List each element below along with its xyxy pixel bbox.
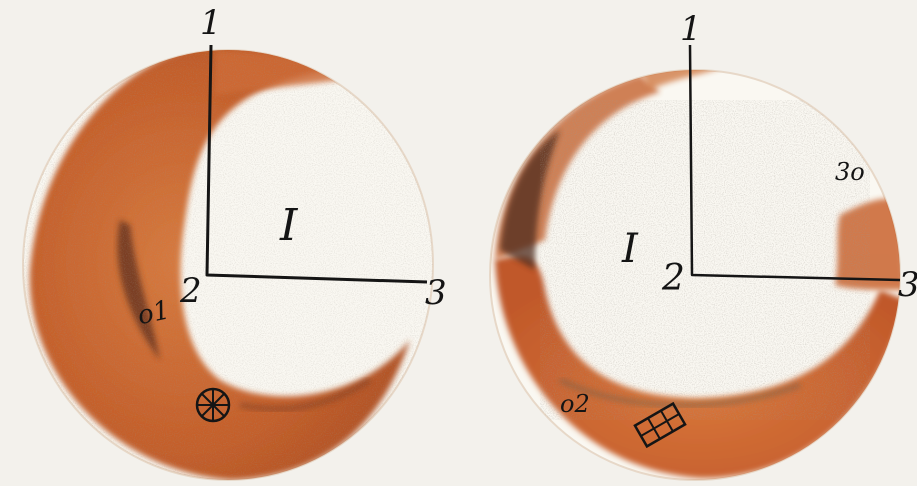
right-label-3: 3: [898, 265, 917, 305]
right-label-2: 2: [661, 258, 685, 299]
left-label-2: 2: [179, 271, 202, 311]
right-patch-label: 3o: [835, 158, 865, 186]
right-disk: 1 2 3 I o2 3o: [490, 9, 917, 480]
left-roman-numeral: I: [279, 200, 299, 251]
right-roman-numeral: I: [621, 226, 639, 272]
left-label-3: 3: [425, 273, 447, 313]
right-label-1: 1: [680, 9, 702, 49]
left-label-1: 1: [200, 3, 222, 43]
right-band-label: o2: [560, 390, 590, 418]
wheel-symbol: [197, 389, 229, 421]
left-disk: 1 2 3 I o1: [0, 0, 460, 486]
